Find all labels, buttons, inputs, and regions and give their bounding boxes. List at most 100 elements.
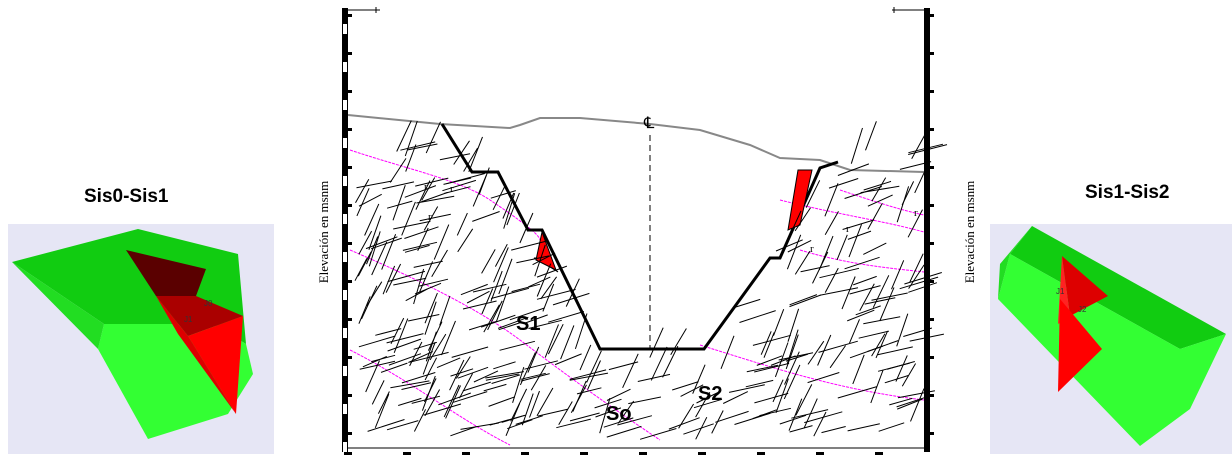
joint-line <box>877 362 910 372</box>
scale-tick <box>348 14 352 17</box>
joint-line <box>393 220 431 230</box>
joint-line <box>772 379 784 403</box>
joint-line <box>393 318 409 353</box>
joint-line <box>754 362 790 373</box>
joint-line <box>650 346 668 381</box>
joint-line <box>462 381 491 392</box>
joint-line <box>813 411 827 437</box>
joint-line <box>413 260 443 268</box>
right-wedge-lower <box>1058 299 1102 392</box>
joint-line <box>424 357 438 381</box>
mark-2: r <box>450 183 454 195</box>
joint-line <box>527 346 540 373</box>
bottom-tick <box>698 452 706 455</box>
right-side-face <box>998 226 1032 299</box>
joint-line <box>456 212 468 236</box>
joint-line <box>558 401 573 426</box>
joint-line <box>867 194 893 207</box>
joint-line <box>442 179 477 192</box>
joint-line <box>569 372 609 381</box>
joint-line <box>821 426 846 434</box>
joint-line <box>662 345 679 378</box>
scale-segment <box>343 252 347 262</box>
joint-line <box>386 420 419 431</box>
joint-line <box>441 320 456 356</box>
joint-line <box>460 422 499 430</box>
joint-line <box>520 373 550 382</box>
joint-line <box>368 231 381 267</box>
joint-line <box>392 185 406 221</box>
joint-line <box>728 384 765 393</box>
joint-line <box>536 288 576 300</box>
right-wedge-upper <box>1062 256 1108 316</box>
joint-line <box>849 285 881 295</box>
joint-line <box>871 333 886 357</box>
joint-line <box>388 353 422 366</box>
scale-tick <box>348 128 352 131</box>
joint-line <box>455 356 471 379</box>
joint-line <box>530 365 547 391</box>
scale-segment <box>343 214 347 224</box>
joint-line <box>784 351 800 385</box>
joint-line <box>903 327 933 337</box>
joint-line <box>427 321 443 351</box>
joint-line <box>415 180 431 210</box>
bottom-axis <box>344 447 924 455</box>
joint-line <box>852 354 865 385</box>
joint-line <box>521 393 534 426</box>
joint-line <box>842 219 875 230</box>
joint-line <box>847 309 875 322</box>
joint-line <box>358 335 396 348</box>
joint-line <box>450 426 477 437</box>
left-wedge-side <box>156 296 236 414</box>
joint-line <box>829 345 847 369</box>
scale-segment <box>343 404 347 414</box>
joint-line <box>443 384 460 418</box>
joint-line <box>490 190 516 199</box>
joint-line <box>409 341 423 367</box>
joint-line <box>864 297 896 305</box>
joint-line <box>485 371 524 379</box>
bottom-tick <box>816 452 824 455</box>
joint-line <box>361 285 378 320</box>
joint-line <box>639 428 677 440</box>
joint-line <box>858 330 890 339</box>
joint-line <box>420 191 448 203</box>
joint-line <box>779 414 807 425</box>
joint-line <box>841 276 856 310</box>
joint-line <box>847 230 872 240</box>
joint-line <box>560 325 575 360</box>
joint-line <box>863 242 887 255</box>
joint-line <box>516 255 550 264</box>
joint-line <box>472 211 500 222</box>
joint-line <box>865 121 877 151</box>
scale-tick <box>348 166 352 169</box>
joint-line <box>356 180 393 189</box>
joint-line <box>386 333 424 344</box>
joint-line <box>911 134 926 160</box>
joint-line <box>847 423 880 432</box>
joint-line <box>404 226 439 239</box>
joint-line <box>468 136 483 172</box>
left-panel-title: Sis0-Sis1 <box>84 186 169 207</box>
joint-line <box>818 235 834 271</box>
scale-tick <box>348 356 352 359</box>
right-wedge-panel: J1 J2 <box>990 224 1232 454</box>
joint-line <box>511 240 547 251</box>
joint-line <box>787 308 800 342</box>
joint-line <box>483 383 507 392</box>
zone-label-s2: S2 <box>698 383 722 405</box>
joint-line <box>544 324 559 358</box>
joint-line <box>914 164 929 194</box>
joint-line <box>472 175 487 207</box>
joint-line <box>507 419 533 430</box>
joint-line <box>480 314 516 328</box>
right-panel-title: Sis1-Sis2 <box>1085 182 1170 203</box>
joint-line <box>909 253 924 283</box>
joint-line <box>908 282 938 293</box>
joint-line <box>503 193 516 229</box>
left-wedge-render: J0 J1 <box>8 224 274 454</box>
joint-line <box>818 340 858 353</box>
joint-line <box>904 272 942 285</box>
joint-line <box>529 390 540 418</box>
